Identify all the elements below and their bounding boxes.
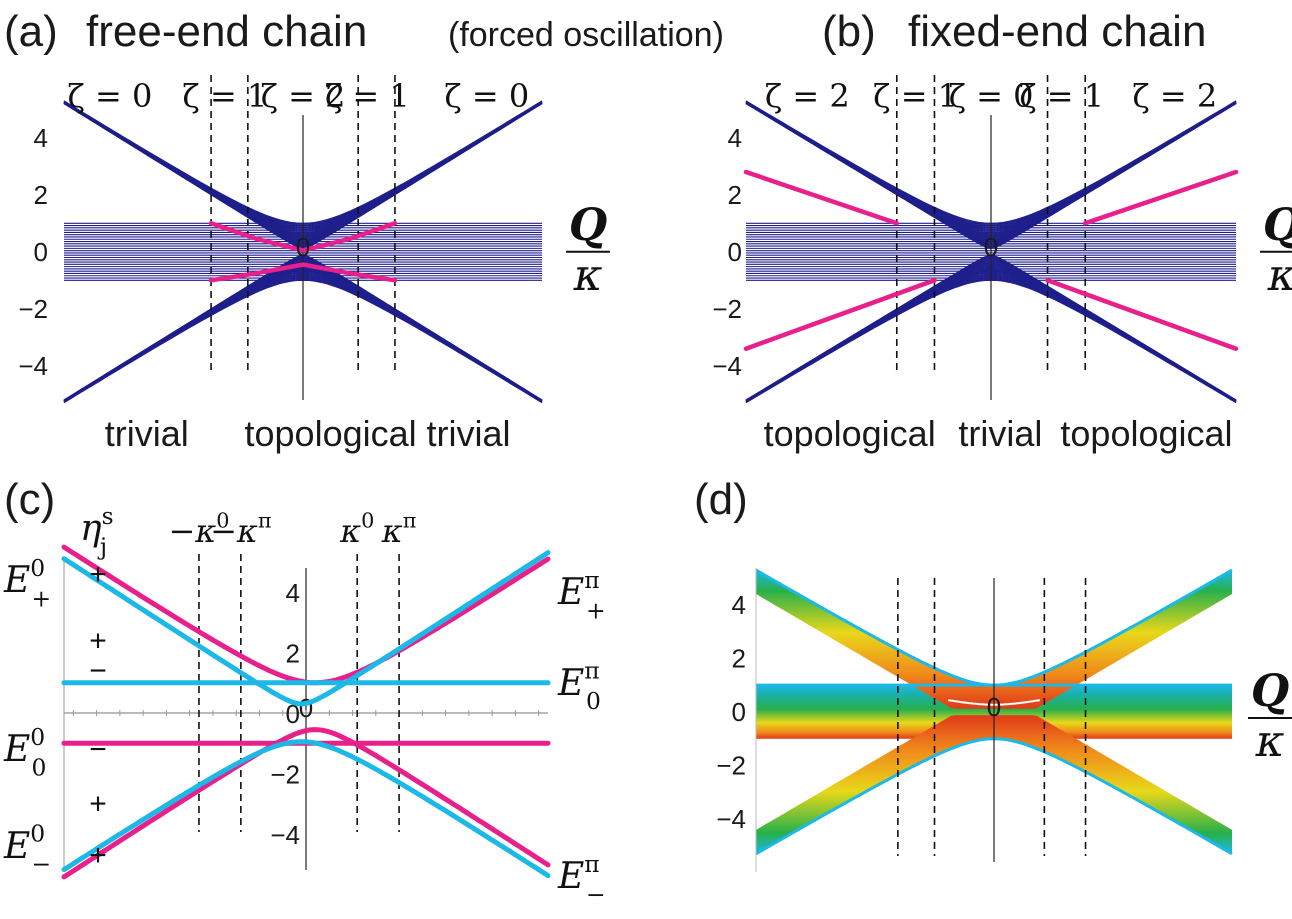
panel-a-label: (a) xyxy=(4,7,58,56)
y-label-denominator: κ xyxy=(1255,716,1285,767)
sign-label: − xyxy=(89,655,107,688)
y-tick-label: 4 xyxy=(732,590,746,620)
kappa-label: −κ0 xyxy=(168,509,229,550)
sign-label: + xyxy=(89,788,107,821)
zeta-label: ζ = 0 xyxy=(444,77,529,115)
y-tick-label: −4 xyxy=(270,820,300,850)
panel-d-plot: 4 2 0 −2 −4 0 Qκ xyxy=(716,568,1292,872)
y-tick-label: 4 xyxy=(728,123,742,153)
region-label: topological xyxy=(764,413,936,454)
y-tick-label: 2 xyxy=(728,180,742,210)
series-line-E-pi xyxy=(61,739,551,879)
y-tick-label: 2 xyxy=(34,180,48,210)
edge-mode-line xyxy=(1082,169,1239,226)
sign-label: + xyxy=(89,839,107,872)
edge-mode-line xyxy=(1045,278,1239,351)
kappa-label: κ0 xyxy=(339,509,374,550)
panel-d-label: (d) xyxy=(694,475,748,524)
zeta-label: ζ = 0 xyxy=(949,77,1034,115)
series-line-E-0 xyxy=(61,727,551,880)
y-tick-label: −2 xyxy=(18,294,48,324)
y-tick-label: −4 xyxy=(18,351,48,381)
kappa-label: −κπ xyxy=(210,509,271,550)
series-line-E+pi xyxy=(61,550,551,707)
zeta-label: ζ = 2 xyxy=(1132,77,1217,115)
right-energy-label: Eπ+ xyxy=(557,566,606,625)
y-tick-label: 4 xyxy=(286,578,300,608)
region-label: trivial xyxy=(958,413,1042,454)
sign-label: + xyxy=(89,624,107,657)
center-zero-label: 0 xyxy=(296,232,310,262)
left-energy-label: E0− xyxy=(3,820,51,879)
y-label-numerator: Q xyxy=(1251,666,1289,717)
region-label: topological xyxy=(245,413,417,454)
center-zero-label: 0 xyxy=(987,692,1001,722)
edge-mode-line xyxy=(743,278,937,351)
y-label-numerator: Q xyxy=(1263,200,1292,251)
upper-band-area xyxy=(756,570,1232,709)
zeta-label: ζ = 1 xyxy=(1019,77,1104,115)
panel-c-label: (c) xyxy=(4,475,55,524)
center-zero-label: 0 xyxy=(984,232,998,262)
y-label-denominator: κ xyxy=(573,250,603,301)
left-energy-label: E0+ xyxy=(3,554,51,613)
panel-a-plot: 4 2 0 −2 −4 0 ζ = 0 ζ = 1ζ = 2ζ = 1 ζ = 0 trivial… xyxy=(18,75,610,454)
y-tick-label: −4 xyxy=(712,351,742,381)
y-tick-label: −2 xyxy=(270,759,300,789)
y-label-denominator: κ xyxy=(1267,250,1292,301)
edge-mode-line xyxy=(208,221,398,253)
y-tick-label: 4 xyxy=(34,123,48,153)
edge-mode-line xyxy=(208,262,398,283)
kappa-label: κπ xyxy=(381,509,417,550)
y-tick-label: 2 xyxy=(286,639,300,669)
zeta-label: ζ = 1 xyxy=(325,77,410,115)
y-tick-label: 0 xyxy=(34,237,48,267)
y-tick-label: −4 xyxy=(716,804,746,834)
region-label: topological xyxy=(1060,413,1232,454)
zeta-label: ζ = 2 xyxy=(765,77,850,115)
panel-b-title: fixed-end chain xyxy=(908,7,1206,56)
zeta-label: ζ = 0 xyxy=(68,77,153,115)
y-label-numerator: Q xyxy=(569,200,607,251)
region-label: trivial xyxy=(105,413,189,454)
y-tick-label: −2 xyxy=(716,751,746,781)
center-zero-label: 0 xyxy=(299,693,313,723)
region-label: trivial xyxy=(426,413,510,454)
right-energy-label: Eπ− xyxy=(557,850,606,909)
y-tick-label: 0 xyxy=(732,697,746,727)
sign-label: − xyxy=(89,733,107,766)
sign-label: + xyxy=(89,558,107,591)
panel-b-label: (b) xyxy=(822,7,876,56)
y-tick-label: 0 xyxy=(728,237,742,267)
panel-b-plot: 4 2 0 −2 −4 0 ζ = 2 ζ = 1ζ = 0ζ = 1 ζ = 2 topolog… xyxy=(712,75,1292,454)
edge-mode-line xyxy=(743,169,900,226)
lower-band-area xyxy=(756,715,1232,854)
y-tick-label: 2 xyxy=(732,643,746,673)
zeta-label: ζ = 2 xyxy=(261,77,346,115)
panel-a-title: free-end chain xyxy=(86,7,367,56)
panel-a-note: (forced oscillation) xyxy=(448,16,724,54)
y-tick-label: 0 xyxy=(286,699,300,729)
zeta-label: ζ = 1 xyxy=(182,77,267,115)
zeta-label: ζ = 1 xyxy=(873,77,958,115)
y-tick-label: −2 xyxy=(712,294,742,324)
